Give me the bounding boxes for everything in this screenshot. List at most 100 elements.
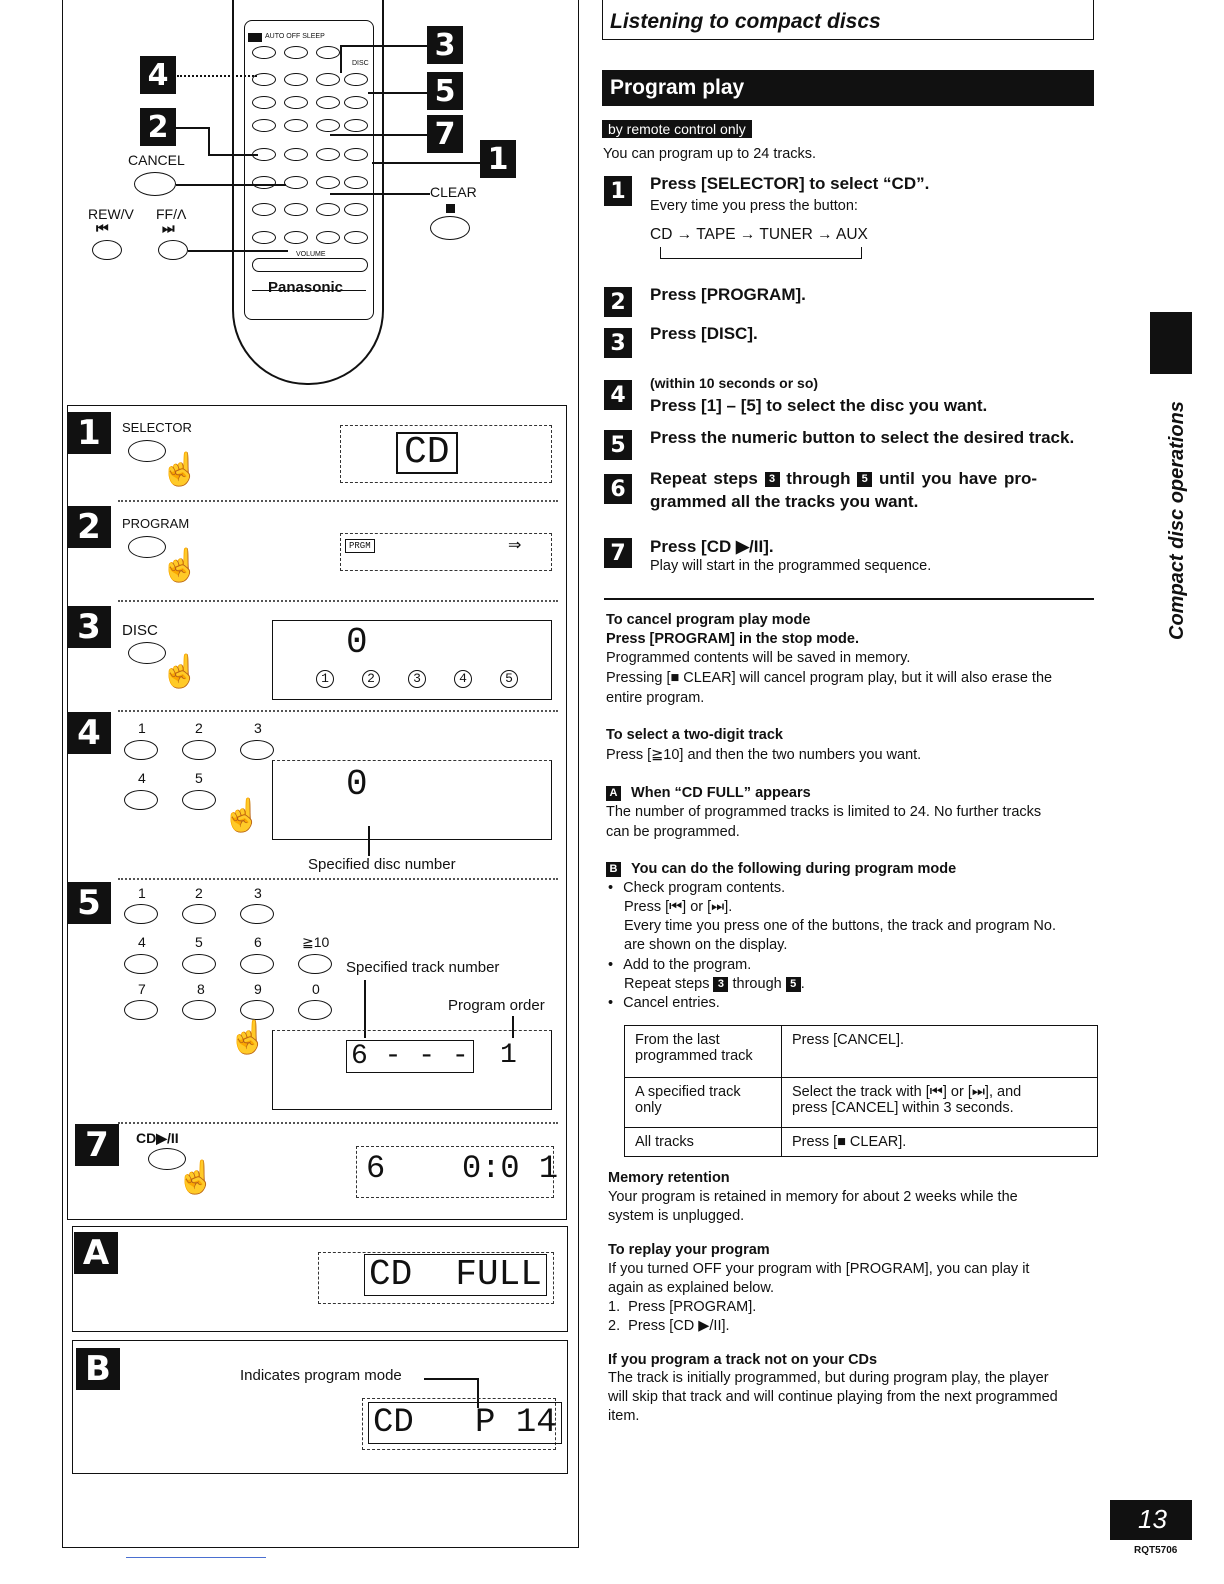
disc-number: 5 bbox=[500, 670, 518, 688]
disc-number: 3 bbox=[408, 670, 426, 688]
remote-key-4[interactable] bbox=[252, 96, 276, 109]
remote-ambience-button[interactable] bbox=[284, 231, 308, 244]
remote-tuner-button[interactable] bbox=[252, 176, 276, 189]
display-step-5-order: 1 bbox=[500, 1040, 517, 1071]
display-step-2 bbox=[340, 533, 552, 571]
key-3-button[interactable] bbox=[240, 740, 274, 760]
cd-play-button[interactable] bbox=[148, 1148, 186, 1170]
remote-random-button[interactable] bbox=[344, 148, 368, 161]
step-6-text-b: through bbox=[786, 469, 851, 488]
bullet-detail: Every time you press one of the buttons,… bbox=[624, 918, 1056, 934]
indicator-line bbox=[424, 1378, 478, 1380]
hand-icon: ☝ bbox=[160, 451, 200, 487]
step-3-number: 3 bbox=[604, 328, 632, 358]
diagram-disc-label: DISC bbox=[122, 622, 158, 639]
key-10-button[interactable] bbox=[298, 954, 332, 974]
panel-divider bbox=[118, 600, 558, 602]
key-7-button[interactable] bbox=[124, 1000, 158, 1020]
key-4-button[interactable] bbox=[124, 954, 158, 974]
leader-line bbox=[177, 75, 257, 77]
remote-button[interactable] bbox=[316, 46, 340, 59]
two-digit-heading: To select a two-digit track bbox=[606, 727, 783, 743]
remote-muting-button[interactable] bbox=[252, 231, 276, 244]
disc-button[interactable] bbox=[128, 642, 166, 664]
table-cell: Press [■ CLEAR]. bbox=[781, 1127, 1098, 1157]
remote-eq-button[interactable] bbox=[316, 231, 340, 244]
bullet-detail: Repeat steps 3 through 5. bbox=[624, 976, 805, 992]
section-divider bbox=[604, 598, 1094, 600]
key-label: 1 bbox=[138, 720, 146, 736]
callout-2: 2 bbox=[140, 108, 176, 146]
left-column-border bbox=[62, 0, 63, 1548]
cycle-return-line bbox=[660, 247, 862, 259]
remote-key-10[interactable] bbox=[344, 96, 368, 109]
remote-key-2[interactable] bbox=[284, 73, 308, 86]
display-step-3 bbox=[272, 620, 552, 700]
program-button[interactable] bbox=[128, 536, 166, 558]
remote-tape-button[interactable] bbox=[284, 176, 308, 189]
display-step-5 bbox=[272, 1030, 552, 1110]
key-1-button[interactable] bbox=[124, 740, 158, 760]
cell-text: Press [CANCEL]. bbox=[792, 1032, 904, 1048]
remote-button[interactable] bbox=[284, 46, 308, 59]
key-2-button[interactable] bbox=[182, 740, 216, 760]
remote-key-5[interactable] bbox=[284, 96, 308, 109]
remote-button[interactable] bbox=[252, 46, 276, 59]
remote-face bbox=[244, 20, 374, 320]
remote-key-1[interactable] bbox=[252, 73, 276, 86]
key-8-button[interactable] bbox=[182, 1000, 216, 1020]
remote-key-6[interactable] bbox=[316, 96, 340, 109]
remote-key-8[interactable] bbox=[284, 119, 308, 132]
key-4-button[interactable] bbox=[124, 790, 158, 810]
remote-cd-button[interactable] bbox=[316, 176, 340, 189]
cancel-button[interactable] bbox=[134, 172, 176, 196]
remote-disc-button[interactable] bbox=[344, 73, 368, 86]
display-step-7-text: 6 0:0 1 bbox=[366, 1150, 559, 1187]
cd-full-heading: A When “CD FULL” appears bbox=[606, 785, 811, 801]
remote-selector-button[interactable] bbox=[344, 176, 368, 189]
panel-divider bbox=[118, 500, 558, 502]
diagram-step-7-badge: 7 bbox=[75, 1124, 119, 1166]
power-icon[interactable] bbox=[248, 33, 262, 42]
rew-button[interactable] bbox=[92, 240, 122, 260]
key-3-button[interactable] bbox=[240, 904, 274, 924]
remote-repeat-button[interactable] bbox=[316, 148, 340, 161]
remote-skip-button[interactable] bbox=[344, 203, 368, 216]
remote-sound-button[interactable] bbox=[344, 231, 368, 244]
remote-rew-button[interactable] bbox=[252, 203, 276, 216]
diagram-step-4-badge: 4 bbox=[67, 712, 111, 754]
selector-button[interactable] bbox=[128, 440, 166, 462]
key-label: 4 bbox=[138, 934, 146, 950]
left-column-border-right bbox=[578, 0, 579, 1548]
remote-key-3[interactable] bbox=[316, 73, 340, 86]
clear-button[interactable] bbox=[430, 216, 470, 240]
callout-4: 4 bbox=[140, 56, 176, 94]
intro-text: You can program up to 24 tracks. bbox=[603, 146, 817, 162]
side-tab-label: Compact disc operations bbox=[1166, 401, 1188, 640]
display-step-1 bbox=[340, 425, 552, 483]
remote-clear-button[interactable] bbox=[316, 203, 340, 216]
indicator-line bbox=[512, 1016, 514, 1038]
memory-text: system is unplugged. bbox=[608, 1208, 745, 1224]
key-1-button[interactable] bbox=[124, 904, 158, 924]
key-5-button[interactable] bbox=[182, 954, 216, 974]
key-label: 2 bbox=[195, 885, 203, 901]
display-program-mode bbox=[362, 1398, 556, 1450]
program-mode-heading: B You can do the following during progra… bbox=[606, 861, 956, 877]
key-5-button[interactable] bbox=[182, 790, 216, 810]
key-9-button[interactable] bbox=[240, 1000, 274, 1020]
leader-line bbox=[208, 154, 258, 156]
remote-key-9[interactable] bbox=[316, 119, 340, 132]
remote-ff-button[interactable] bbox=[284, 203, 308, 216]
remote-cancel-button[interactable] bbox=[284, 148, 308, 161]
remote-key-0[interactable] bbox=[344, 119, 368, 132]
indicator-line bbox=[364, 980, 366, 1038]
key-2-button[interactable] bbox=[182, 904, 216, 924]
key-6-button[interactable] bbox=[240, 954, 274, 974]
ff-button[interactable] bbox=[158, 240, 188, 260]
remote-volume-rocker[interactable] bbox=[252, 258, 368, 272]
doc-code: RQT5706 bbox=[1134, 1545, 1178, 1556]
key-0-button[interactable] bbox=[298, 1000, 332, 1020]
remote-key-7[interactable] bbox=[252, 119, 276, 132]
